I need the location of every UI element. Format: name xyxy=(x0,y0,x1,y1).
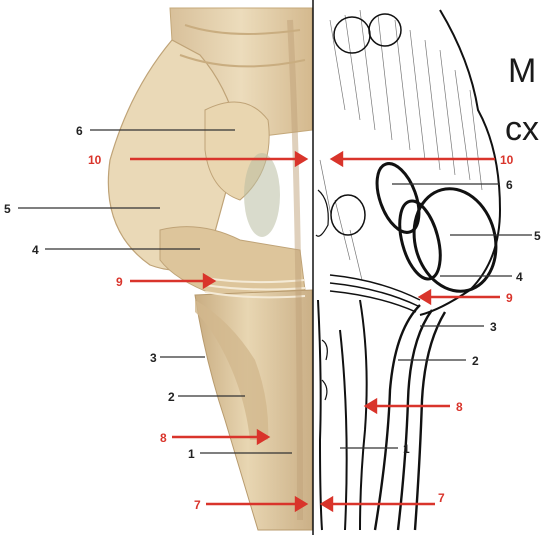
label-8-right: 8 xyxy=(456,400,463,414)
label-7-right: 7 xyxy=(438,491,445,505)
shadow-area xyxy=(244,153,280,237)
side-title-line2: сх xyxy=(505,110,539,149)
label-2-left: 2 xyxy=(168,390,175,404)
label-4-left: 4 xyxy=(32,243,39,257)
label-6-left: 6 xyxy=(76,124,83,138)
label-1-right: 1 xyxy=(403,442,410,456)
label-5-left: 5 xyxy=(4,202,11,216)
label-3-right: 3 xyxy=(490,320,497,334)
label-8-left: 8 xyxy=(160,431,167,445)
label-9-left: 9 xyxy=(116,275,123,289)
label-2-right: 2 xyxy=(472,354,479,368)
colored-half xyxy=(108,8,312,530)
label-7-left: 7 xyxy=(194,498,201,512)
label-5-right: 5 xyxy=(534,229,541,243)
side-title-line1: М xyxy=(508,52,536,91)
label-10-left: 10 xyxy=(88,153,102,167)
label-9-right: 9 xyxy=(506,291,513,305)
label-3-left: 3 xyxy=(150,351,157,365)
label-4-right: 4 xyxy=(516,270,523,284)
label-10-right: 10 xyxy=(500,153,514,167)
label-1-left: 1 xyxy=(188,447,195,461)
mid-band-shape xyxy=(160,227,305,295)
label-6-right: 6 xyxy=(506,178,513,192)
